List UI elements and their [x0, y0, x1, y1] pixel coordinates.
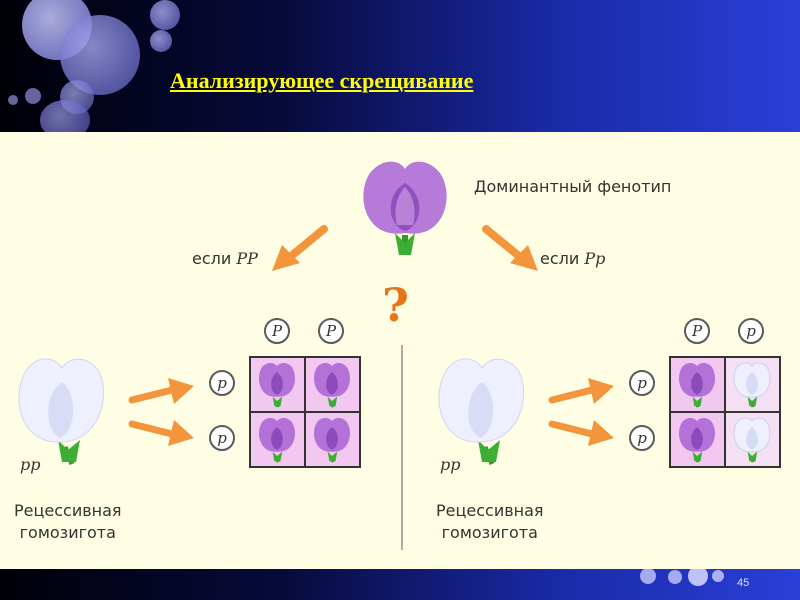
gamete-side-2: p [629, 425, 655, 451]
offspring-purple-flower-icon [251, 358, 304, 411]
caption-line1: Рецессивная [436, 501, 544, 520]
dominant-phenotype-label: Доминантный фенотип [474, 177, 672, 196]
offspring-white-flower-icon [726, 358, 779, 411]
decorative-bubble [150, 30, 172, 52]
if-word: если [540, 249, 580, 268]
gamete-side-2: p [209, 425, 235, 451]
arrow-down-left-icon [272, 225, 328, 271]
decorative-bubble [668, 570, 682, 584]
if-PP-label: если PP [192, 249, 258, 268]
caption-line1: Рецессивная [14, 501, 122, 520]
question-mark: ? [382, 278, 409, 332]
gamete-side-1: p [209, 370, 235, 396]
offspring-purple-flower-icon [306, 358, 359, 411]
punnett-square-right [669, 356, 781, 468]
gamete-top-2: p [738, 318, 764, 344]
offspring-purple-flower-icon [306, 413, 359, 466]
offspring-purple-flower-icon [671, 358, 724, 411]
gamete-top-2: P [318, 318, 344, 344]
decorative-bubble [150, 0, 180, 30]
offspring-white-flower-icon [726, 413, 779, 466]
arrow-right-icon [548, 420, 614, 446]
decorative-bubble [688, 566, 708, 586]
if-Pp-label: если Pp [540, 249, 605, 268]
slide-title: Анализирующее скрещивание [170, 68, 474, 93]
decorative-bubble [25, 88, 41, 104]
decorative-bubble [8, 95, 18, 105]
center-divider [401, 345, 403, 550]
recessive-caption-left: Рецессивная гомозигота [14, 500, 122, 544]
recessive-genotype-right: pp [440, 455, 461, 474]
gamete-top-1: P [684, 318, 710, 344]
recessive-genotype-left: pp [20, 455, 41, 474]
arrow-right-icon [548, 378, 614, 404]
gamete-top-1: P [264, 318, 290, 344]
gamete-side-1: p [629, 370, 655, 396]
genotype-Pp: Pp [584, 249, 606, 268]
page-number: 45 [737, 577, 750, 589]
arrow-right-icon [128, 420, 194, 446]
arrow-right-icon [128, 378, 194, 404]
white-flower-icon [18, 358, 105, 465]
offspring-purple-flower-icon [251, 413, 304, 466]
decorative-bubble [712, 570, 724, 582]
dominant-flower-icon [363, 161, 447, 255]
offspring-purple-flower-icon [671, 413, 724, 466]
decorative-bubble [640, 568, 656, 584]
punnett-square-left [249, 356, 361, 468]
if-word: если [192, 249, 232, 268]
arrow-down-right-icon [482, 225, 538, 271]
genotype-PP: PP [236, 249, 258, 268]
white-flower-icon [438, 358, 525, 465]
caption-line2: гомозигота [441, 523, 538, 542]
caption-line2: гомозигота [19, 523, 116, 542]
recessive-caption-right: Рецессивная гомозигота [436, 500, 544, 544]
